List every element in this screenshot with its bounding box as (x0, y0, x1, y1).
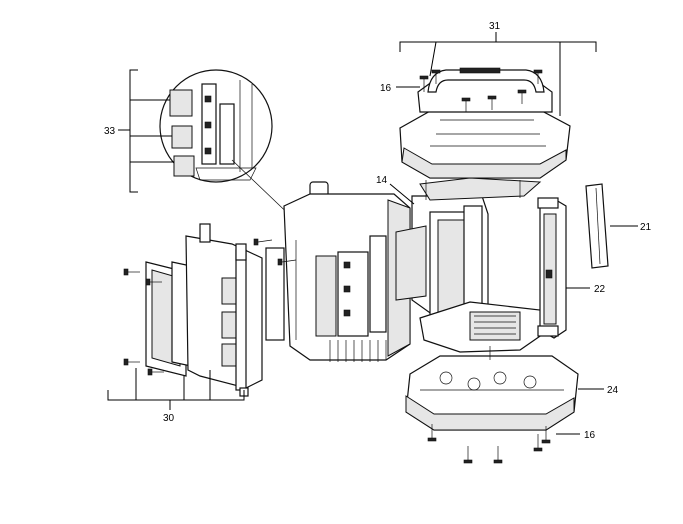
bottom-screws (427, 424, 551, 464)
leader-lines (107, 32, 638, 435)
detail-magnifier (159, 69, 323, 247)
bottom-housing (405, 346, 579, 431)
base-plate (419, 301, 547, 353)
top-handle-cover (399, 67, 571, 179)
callout-22: 22 (594, 284, 606, 295)
internal-frame (395, 177, 542, 341)
callout-31: 31 (489, 21, 501, 32)
callout-24: 24 (607, 385, 619, 396)
callout-14: 14 (376, 175, 388, 186)
side-trim (585, 183, 609, 269)
callout-21: 21 (640, 222, 652, 233)
callout-16-bottom: 16 (584, 430, 596, 441)
main-housing (265, 181, 411, 362)
callout-33: 33 (104, 126, 116, 137)
top-screws (419, 69, 543, 112)
callout-labels: 31 16 33 14 21 22 24 16 30 (104, 21, 652, 441)
heat-sink-fins (329, 340, 387, 362)
side-panel-assembly (145, 223, 263, 397)
callout-30: 30 (163, 413, 175, 424)
callout-16-top: 16 (380, 83, 392, 94)
side-rail (537, 197, 567, 339)
left-screws (123, 238, 297, 376)
